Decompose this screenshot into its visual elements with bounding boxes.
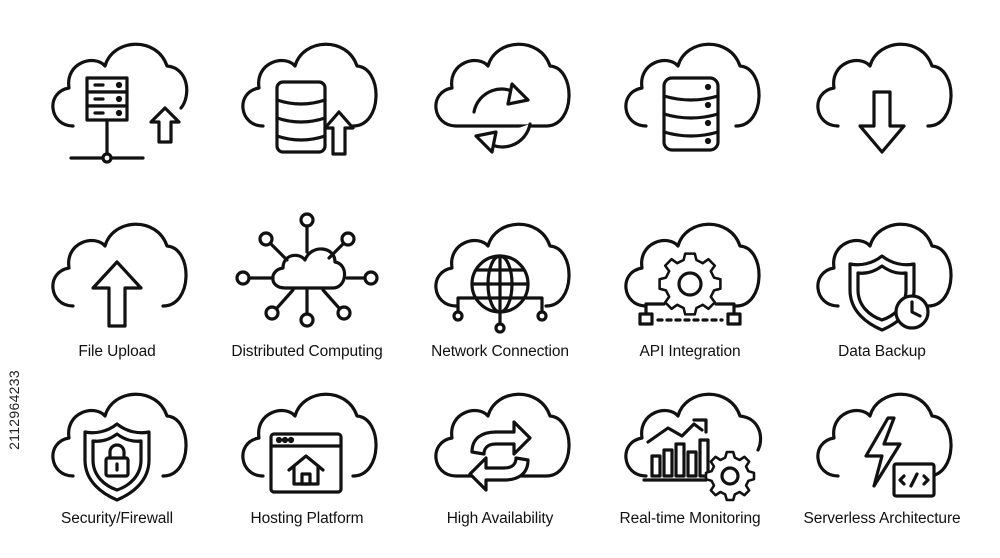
label-hosting-platform: Hosting Platform — [250, 510, 364, 527]
cloud-two-arrows-icon — [434, 392, 571, 492]
cloud-sync-icon — [434, 42, 571, 154]
cloud-browser-home-icon — [241, 392, 378, 494]
cloud-database-icon — [624, 42, 761, 152]
label-distributed-computing: Distributed Computing — [231, 343, 383, 360]
label-api-integration: API Integration — [639, 343, 741, 360]
cloud-gear-icon — [624, 222, 761, 326]
cloud-upload-arrow-icon — [51, 222, 188, 328]
label-serverless-architecture: Serverless Architecture — [803, 510, 961, 527]
cloud-network-nodes-icon — [235, 212, 379, 328]
cloud-chart-gear-icon — [624, 392, 763, 502]
cloud-shield-clock-icon — [816, 222, 953, 332]
cloud-database-upload-icon — [241, 42, 378, 156]
label-security-firewall: Security/Firewall — [61, 510, 173, 527]
cloud-globe-icon — [434, 222, 571, 334]
cloud-server-upload-icon — [51, 42, 189, 164]
label-high-availability: High Availability — [446, 510, 554, 527]
label-data-backup: Data Backup — [838, 343, 926, 360]
label-network-connection: Network Connection — [431, 343, 569, 360]
cloud-shield-lock-icon — [51, 392, 188, 502]
label-real-time-monitoring: Real-time Monitoring — [619, 510, 761, 527]
cloud-bolt-code-icon — [816, 392, 953, 498]
label-file-upload: File Upload — [78, 343, 156, 360]
cloud-download-icon — [816, 42, 953, 154]
